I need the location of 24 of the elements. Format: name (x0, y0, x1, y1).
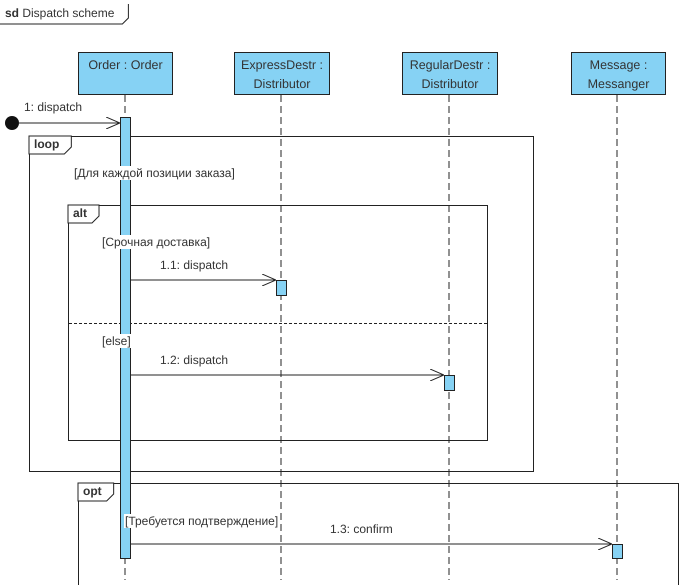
message-label: 1: dispatch (22, 100, 84, 114)
message-label: 1.2: dispatch (158, 353, 230, 367)
guard-condition: [else] (101, 334, 132, 348)
message-arrow (130, 538, 612, 550)
activation-bar (276, 280, 287, 296)
message-arrow (130, 274, 276, 286)
lifeline-head: Message : Messanger (571, 52, 666, 95)
activation-bar (612, 544, 623, 559)
activation-bar (444, 375, 455, 391)
lifeline-head: Order : Order (78, 52, 173, 95)
fragment-operator: alt (68, 205, 100, 223)
fragment-operator: loop (29, 136, 72, 154)
initial-node (5, 116, 19, 130)
message-arrow (130, 368, 444, 382)
message-arrow (18, 116, 120, 130)
message-label: 1.1: dispatch (158, 258, 230, 272)
diagram-frame-label: sd Dispatch scheme (0, 4, 128, 24)
lifeline-head: ExpressDestr : Distributor (234, 52, 330, 95)
fragment-operator: opt (78, 483, 114, 501)
guard-condition: [Для каждой позиции заказа] (73, 166, 236, 180)
lifeline-head: RegularDestr : Distributor (402, 52, 498, 95)
message-label: 1.3: confirm (328, 522, 395, 536)
guard-condition: [Срочная доставка] (101, 235, 212, 249)
guard-condition: [Требуется подтверждение] (124, 514, 280, 528)
